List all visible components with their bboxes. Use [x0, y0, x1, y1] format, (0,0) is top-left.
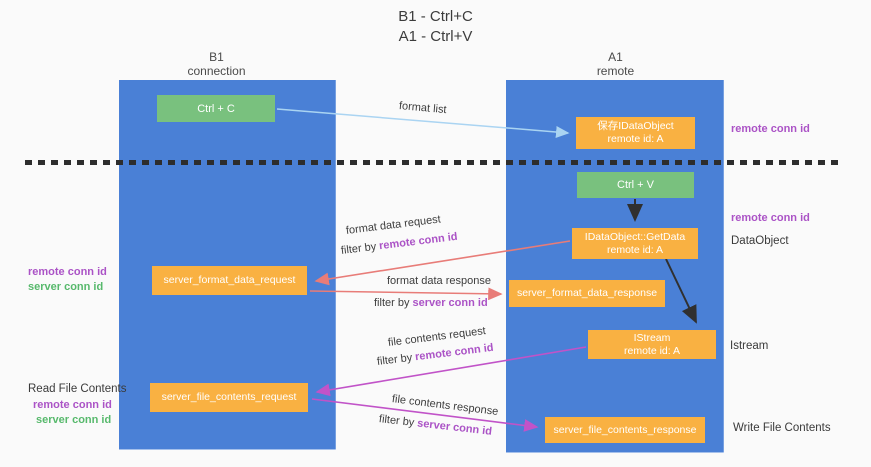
ctrl-c-label: Ctrl + C	[197, 102, 235, 115]
file-response-label: server_file_contents_response	[553, 423, 697, 436]
filter-by-text: filter by	[374, 297, 410, 309]
node-server-file-contents-response: server_file_contents_response	[545, 417, 705, 443]
edge-label-format-list: format list	[398, 100, 448, 117]
side-label-bottom-server-conn-id: server conn id	[36, 414, 112, 426]
format-request-label: server_format_data_request	[163, 274, 296, 286]
istream-line2: remote id: A	[623, 344, 681, 357]
save-idataobject-line2: remote id: A	[607, 133, 664, 145]
node-server-format-data-response: server_format_data_response	[509, 280, 665, 307]
side-label-dataobject: DataObject	[731, 235, 789, 247]
server-conn-id-text: server conn id	[412, 297, 488, 309]
edge-label-file-contents-response: file contents response	[391, 393, 499, 418]
node-ctrl-v: Ctrl + V	[577, 172, 694, 198]
remote-conn-id-text: remote conn id	[414, 341, 495, 364]
lane-b1-name: B1	[209, 50, 224, 64]
filter-by-text: filter by	[378, 413, 415, 429]
save-idataobject-line1: 保存IDataObject	[597, 120, 674, 132]
side-label-left-server-conn-id: server conn id	[28, 281, 104, 293]
lane-header-b1: B1 connection	[149, 50, 284, 78]
filter-by-text: filter by	[376, 351, 413, 368]
side-label-istream: Istream	[730, 340, 769, 352]
istream-line1: IStream	[633, 331, 671, 344]
ctrl-v-label: Ctrl + V	[617, 179, 654, 191]
remote-conn-id-text: remote conn id	[378, 230, 459, 253]
server-conn-id-text: server conn id	[416, 417, 493, 438]
file-request-label: server_file_contents_request	[161, 391, 297, 403]
format-response-label: server_format_data_response	[516, 287, 658, 299]
side-label-remote-conn-id-top: remote conn id	[731, 123, 810, 135]
lane-a1-subtitle: remote	[596, 64, 635, 78]
node-server-format-data-request: server_format_data_request	[152, 266, 307, 295]
side-label-read-file-contents: Read File Contents	[28, 383, 127, 395]
lane-header-a1: A1 remote	[548, 50, 683, 78]
title-line-2: A1 - Ctrl+V	[398, 28, 473, 45]
node-idataobject-getdata: IDataObject::GetData remote id: A	[572, 228, 698, 259]
side-label-bottom-remote-conn-id: remote conn id	[33, 399, 112, 411]
side-label-write-file-contents: Write File Contents	[733, 422, 831, 434]
edge-label-format-data-response: format data response	[387, 275, 491, 287]
arrow-format-data-response	[309, 287, 503, 301]
diagram-title: B1 - Ctrl+C A1 - Ctrl+V	[0, 7, 871, 47]
node-ctrl-c: Ctrl + C	[157, 95, 275, 122]
dashed-separator-line	[25, 160, 840, 165]
filter-by-text: filter by	[340, 240, 377, 257]
side-label-remote-conn-id-mid: remote conn id	[731, 212, 810, 224]
lane-b1-subtitle: connection	[187, 64, 246, 78]
getdata-line2: remote id: A	[606, 243, 664, 256]
node-save-idataobject: 保存IDataObject remote id: A	[576, 117, 695, 149]
node-istream: IStream remote id: A	[588, 330, 716, 359]
node-server-file-contents-request: server_file_contents_request	[150, 383, 308, 412]
lane-a1-name: A1	[608, 50, 623, 64]
side-label-left-remote-conn-id: remote conn id	[28, 266, 107, 278]
title-line-1: B1 - Ctrl+C	[398, 8, 473, 25]
getdata-line1: IDataObject::GetData	[584, 230, 686, 243]
